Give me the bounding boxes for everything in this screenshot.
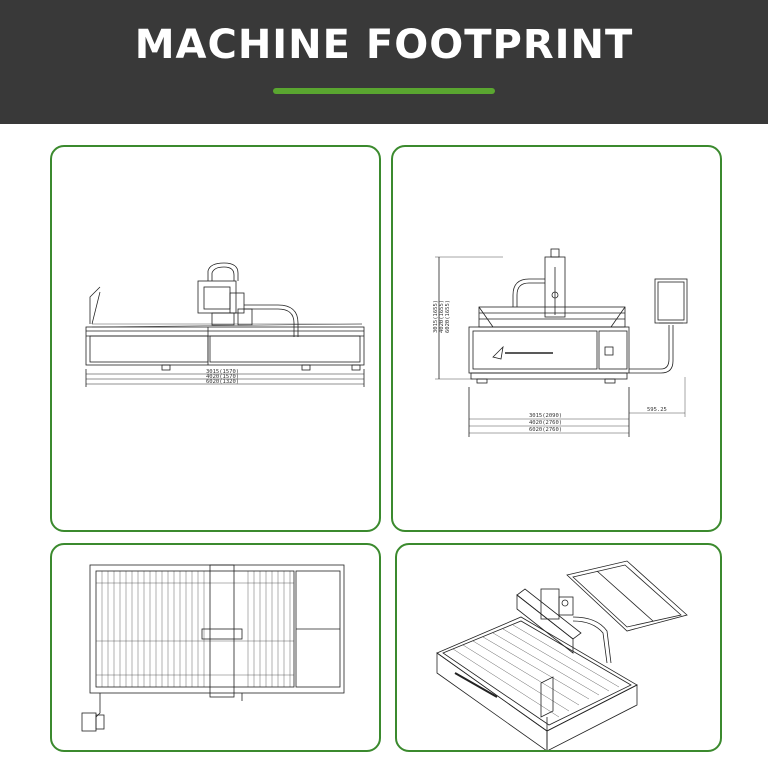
front-dim-bottom-1: 3015(2090) — [529, 413, 562, 419]
front-dim-left-3: 6020(1655) — [445, 300, 451, 333]
side-dim-2: 4020(1570) — [206, 374, 239, 380]
front-dim-bottom-3: 6020(2760) — [529, 427, 562, 433]
front-dim-bottom-2: 4020(2760) — [529, 420, 562, 426]
front-view-drawing: 3015(1655) 4020(1655) 6020(1655) 3015(20… — [433, 248, 688, 437]
side-view-drawing: 3015(1570) 4020(1570) 6020(1320) — [85, 262, 365, 387]
side-dim-3: 6020(1320) — [206, 379, 239, 385]
top-view-drawing — [81, 564, 345, 732]
top-view-panel — [50, 543, 381, 752]
header-banner: MACHINE FOOTPRINT — [0, 0, 768, 124]
front-dim-left-2: 4020(1655) — [439, 300, 445, 333]
page-title: MACHINE FOOTPRINT — [134, 22, 634, 68]
front-dim-left-1: 3015(1655) — [433, 300, 439, 333]
isometric-view-drawing — [436, 560, 688, 750]
isometric-view-panel — [395, 543, 722, 752]
title-underline — [273, 88, 495, 94]
front-dim-right: 595.25 — [647, 407, 667, 413]
front-view-panel: 3015(1655) 4020(1655) 6020(1655) 3015(20… — [391, 145, 722, 532]
side-view-panel: 3015(1570) 4020(1570) 6020(1320) — [50, 145, 381, 532]
side-dim-1: 3015(1570) — [206, 369, 239, 375]
